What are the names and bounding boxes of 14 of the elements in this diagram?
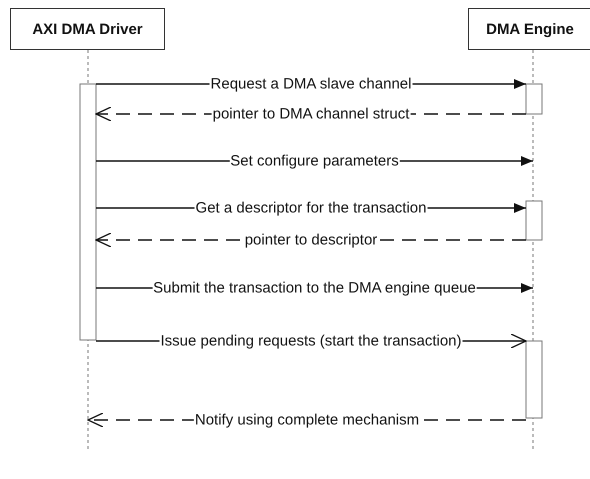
message-label: Issue pending requests (start the transaction): [160, 332, 462, 350]
message-label: Request a DMA slave channel: [210, 76, 412, 92]
activation-bar: [80, 84, 96, 340]
message-label: Set configure parameters: [229, 152, 400, 170]
message-label: Get a descriptor for the transaction: [194, 200, 428, 216]
message-label: Submit the transaction to the DMA engine queue: [152, 280, 477, 296]
activation-bar: [526, 84, 542, 114]
activation-bar: [526, 200, 542, 240]
activation-bar: [526, 340, 542, 418]
message-label: pointer to descriptor: [244, 232, 378, 248]
participant-box: DMA Engine: [468, 8, 590, 50]
message-label: Notify using complete mechanism: [194, 412, 420, 428]
participant-box: AXI DMA Driver: [10, 8, 165, 50]
message-label: pointer to DMA channel struct: [212, 106, 410, 122]
